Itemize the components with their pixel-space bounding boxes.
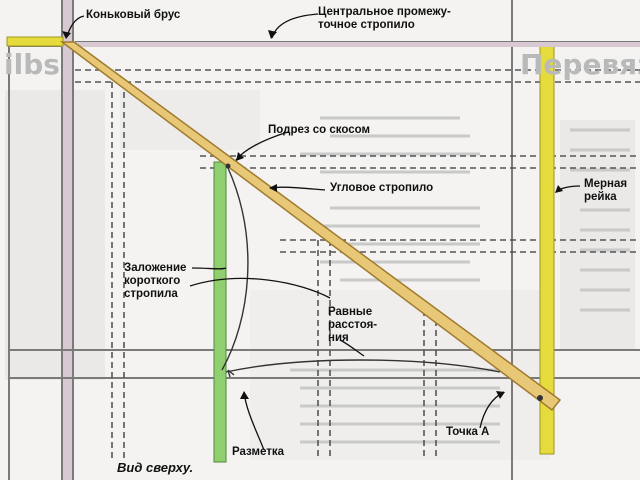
label-ridge-beam: Коньковый брус	[86, 9, 181, 21]
diagram-caption: Вид сверху.	[117, 460, 194, 475]
label-marking: Разметка	[232, 446, 285, 458]
pink-post	[63, 0, 72, 480]
hip-rafter	[59, 41, 562, 412]
label-short-rafter-run: Заложение короткого стропила	[124, 262, 187, 300]
ridge-beam	[6, 36, 64, 47]
label-central-rafter: Центральное промежу- точное стропило	[318, 6, 451, 31]
label-measuring-rod: Мерная рейка	[584, 178, 628, 203]
dashed-vertical-lines	[111, 82, 437, 460]
short-rafter	[213, 161, 227, 463]
label-point-a: Точка А	[446, 426, 490, 438]
bevel-cut-marker	[225, 163, 231, 169]
background-title-left: ilbs	[4, 48, 60, 81]
equal-distance-arcs	[221, 167, 501, 378]
point-a-marker	[537, 395, 543, 401]
label-hip-rafter: Угловое стропило	[330, 182, 434, 194]
label-equal-distances: Равные расстоя- ния	[328, 306, 378, 344]
background-title-right: Перевязь	[520, 48, 640, 81]
label-bevel-cut: Подрез со скосом	[268, 124, 371, 136]
arrow-heads	[62, 30, 563, 399]
background-text-lines	[290, 116, 630, 444]
central-rafter	[62, 42, 640, 47]
background-text-block	[5, 90, 635, 460]
